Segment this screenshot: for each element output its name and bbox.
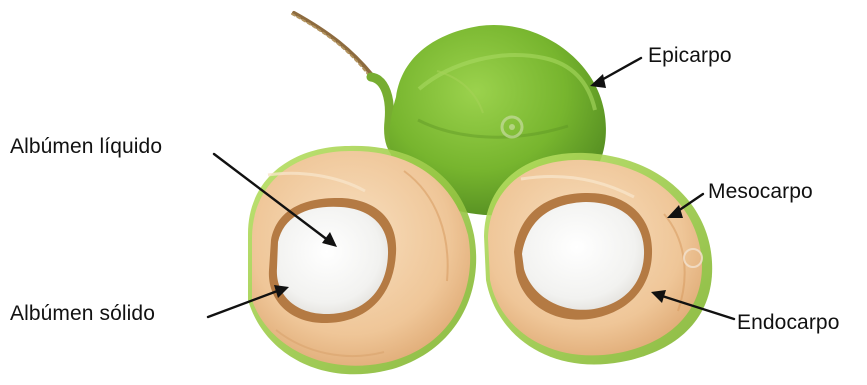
right-coconut-half-icon xyxy=(484,153,712,365)
left-coconut-half-icon xyxy=(248,146,476,374)
mesocarp-label: Mesocarpo xyxy=(708,181,813,202)
liquid-endosperm-label: Albúmen líquido xyxy=(10,136,162,157)
solid-endosperm-label: Albúmen sólido xyxy=(10,303,155,324)
stem-icon xyxy=(292,13,401,158)
epicarp-arrow-icon xyxy=(590,58,641,88)
epicarp-label: Epicarpo xyxy=(648,45,732,66)
endocarp-label: Endocarpo xyxy=(737,312,839,333)
